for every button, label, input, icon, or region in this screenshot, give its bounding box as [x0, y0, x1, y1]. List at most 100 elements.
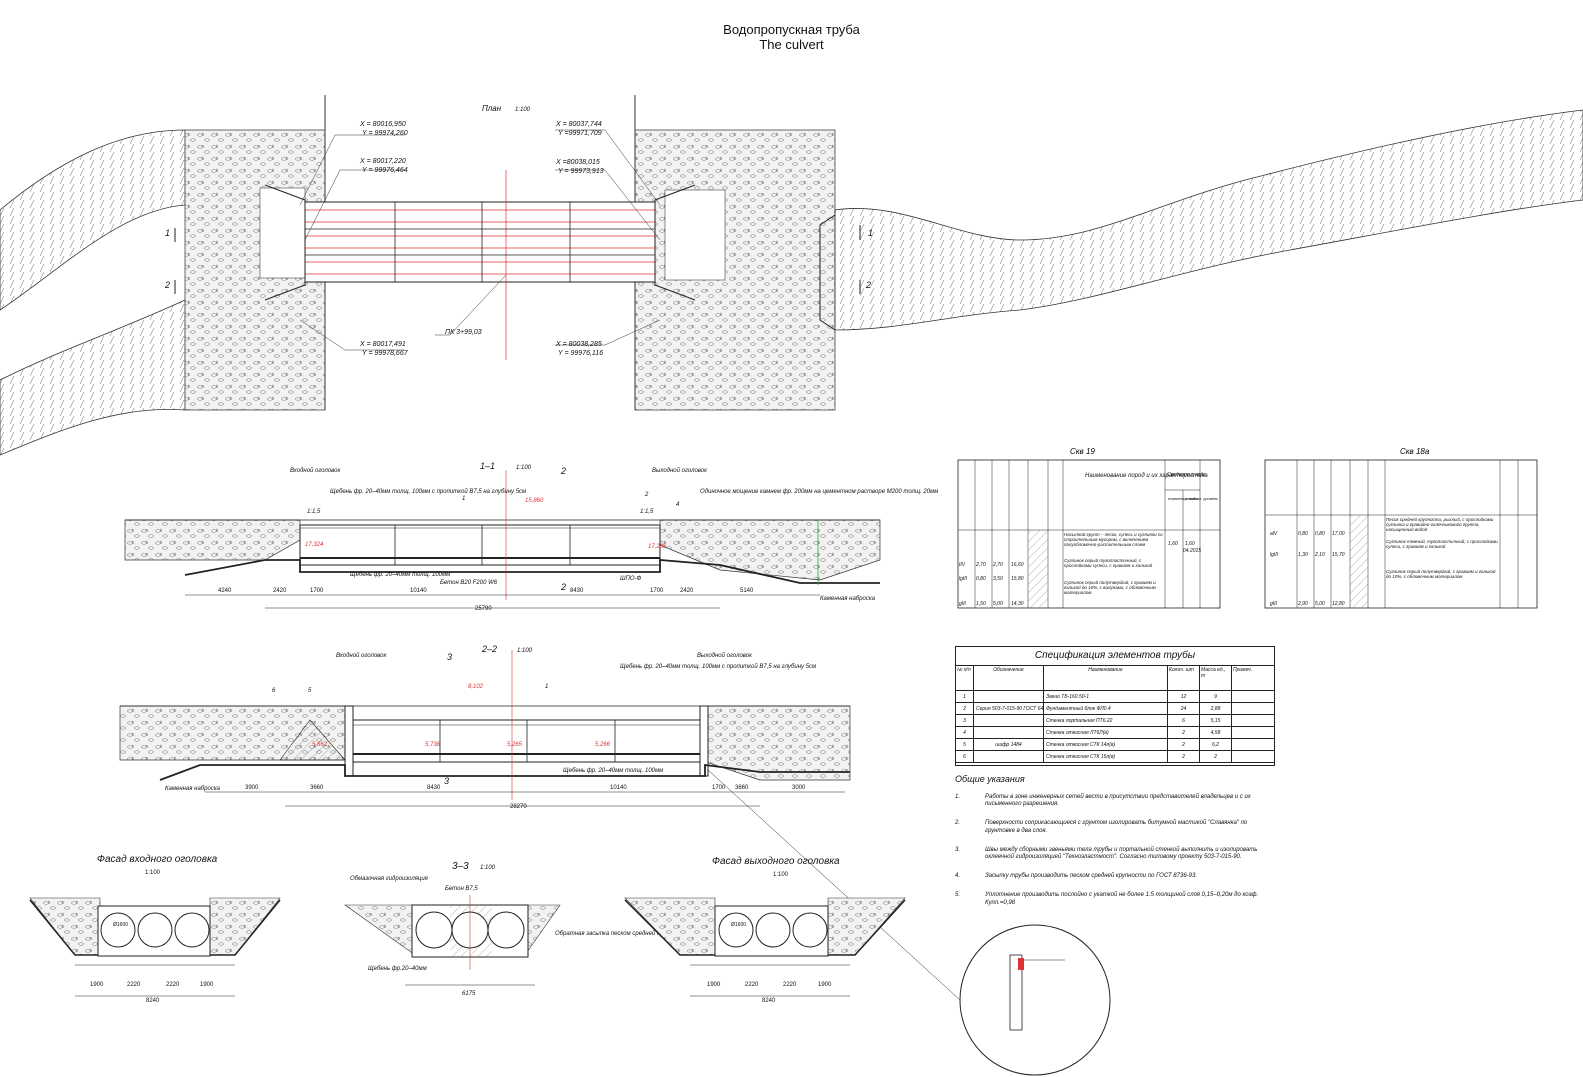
facade-out-dim-2: 2220	[745, 982, 759, 988]
s11-exit-label: Выходной оголовок	[652, 467, 708, 474]
note-item: 1.Работы в зоне инженерных сетей вести в…	[955, 794, 1275, 808]
spec-grid: № п/п Обозначение Наименование Колич. шт…	[956, 666, 1274, 691]
spec-h-4: Масса ед., т	[1200, 666, 1232, 691]
facade-in-dim-4: 1900	[200, 982, 214, 988]
section-1-1-scale: 1:100	[516, 465, 532, 471]
bh19-title: Скв 19	[1070, 447, 1095, 456]
plan-view: X = 80016,950 Y = 99974,260 X = 80017,22…	[0, 95, 1583, 456]
bh19-r3-a: 14,30	[1011, 601, 1024, 607]
spec-cell: Стенка портальная ПТ6.22	[1044, 715, 1168, 727]
note-text: Уплотнение производить послойно с укатко…	[985, 892, 1259, 906]
note-text: Засыпку трубы производить песком средней…	[985, 873, 1197, 880]
spec-cell	[974, 727, 1044, 739]
bh19-wdate: 04.2015	[1183, 548, 1201, 554]
note-number: 4.	[955, 873, 961, 880]
bh19-r3-desc: Суглинок серый полутвердый, с гравием и …	[1064, 580, 1156, 596]
s11-dim-8: 5140	[740, 588, 754, 594]
spec-cell: Стенка откосная СТК 14л(в)	[1044, 739, 1168, 751]
s11-slope-right: 1:1,5	[640, 509, 654, 515]
s33-note-gravel: Щебень фр.20–40мм	[368, 966, 427, 972]
facade-in-title: Фасад входного оголовка	[97, 854, 218, 865]
coord-y2: Y = 99976,464	[362, 167, 408, 174]
spec-h-1: Обозначение	[974, 666, 1044, 691]
section-3-3-scale: 1:100	[480, 865, 496, 871]
note-text: Поверхности соприкасающиеся с грунтом из…	[985, 820, 1248, 834]
section-1-1-title: 1–1	[480, 461, 495, 471]
s33-note-hydro: Обмазочная гидроизоляция	[350, 876, 429, 882]
spec-cell	[1232, 703, 1274, 715]
facade-out-title: Фасад выходного оголовка	[712, 856, 840, 867]
section-2-2: 2–2 1:100 3 3 Входной оголовок Выходной …	[119, 644, 961, 1001]
s22-note-stone: Каменная наброска	[165, 786, 221, 792]
s22-dim-7: 3000	[792, 785, 806, 791]
s22-mark-1: 1	[545, 684, 548, 690]
bh18a-r3-desc: Суглинок серый полутвердый, с гравием и …	[1386, 569, 1496, 580]
spec-cell	[1232, 691, 1274, 703]
bh19-r1-desc: Насыпной грунт – песок, супесь и суглинк…	[1064, 532, 1163, 548]
general-notes: Общие указания 1.Работы в зоне инженерны…	[955, 774, 1275, 919]
note-number: 2.	[955, 820, 961, 827]
coord-x5: X =80038,015	[555, 159, 600, 166]
s22-elev4: 5,265	[507, 742, 523, 748]
section-2-2-title: 2–2	[481, 644, 497, 654]
coord-y4: Y =99971,709	[558, 130, 602, 137]
spec-cell: 12	[1168, 691, 1200, 703]
facade-out-scale: 1:100	[773, 872, 789, 878]
s22-total: 28270	[510, 804, 527, 810]
s11-slope-left: 1:1,5	[307, 509, 321, 515]
spec-cell: Серия 503-7-015-90 ГОСТ 6482-2011	[974, 703, 1044, 715]
bh18a-r2-desc: Суглинок темный, тугопластичный, с просл…	[1386, 539, 1498, 550]
s22-dim-6: 3660	[735, 785, 749, 791]
notes-list: 1.Работы в зоне инженерных сетей вести в…	[955, 794, 1275, 907]
s22-elev2: 5,662	[312, 742, 328, 748]
s22-dim-1: 3900	[245, 785, 259, 791]
section-2-2-scale: 1:100	[517, 648, 533, 654]
bh18a-r2-idx: lgIII	[1270, 552, 1279, 558]
s11-dim-2: 2420	[273, 588, 287, 594]
s11-total: 25790	[475, 606, 492, 612]
bh19-w1: 1,60	[1168, 541, 1178, 547]
facade-exit: Фасад выходного оголовка 1:100 1900 2220…	[624, 856, 906, 1004]
spec-cell: 2	[1168, 739, 1200, 751]
borehole-18a-log: Скв 18а alV 0,80 0,80 17,00 lgIII 1,30 2…	[1264, 447, 1538, 609]
coord-y6: Y = 99976,116	[558, 350, 603, 357]
spec-cell	[1232, 727, 1274, 739]
s22-dim-5: 1700	[712, 785, 726, 791]
bh18a-r3-idx: gIII	[1270, 601, 1278, 607]
spec-cell	[1232, 715, 1274, 727]
bh19-w2: 1,60	[1185, 541, 1195, 547]
coord-x2: X = 80017,220	[359, 158, 406, 165]
coord-x3: X = 80017,491	[359, 341, 406, 348]
facade-in-dim-2: 2220	[127, 982, 141, 988]
spec-table: Спецификация элементов трубы № п/п Обозн…	[955, 646, 1275, 766]
bh19-h-water: Сведения о воде	[1167, 472, 1206, 478]
s11-dim-1: 4240	[218, 588, 232, 594]
borehole-19-log: Скв 19 Наименование пород и их характери…	[957, 447, 1221, 609]
s11-mark-4: 4	[676, 502, 680, 508]
facade-in-scale: 1:100	[145, 870, 161, 876]
bh19-water-level: установ. уровень	[1184, 496, 1218, 501]
s22-dim-2: 3660	[310, 785, 324, 791]
bh19-water-appear: появление воды	[1168, 496, 1198, 501]
spec-cell: 4	[956, 727, 974, 739]
s22-note-gravel: Щебень фр. 20–40мм толщ. 100мм с пропитк…	[620, 663, 816, 670]
plan-label: План	[482, 104, 502, 113]
bh18a-r1-desc: Песок средней крупности, рыхлый, с просл…	[1386, 517, 1494, 533]
facade-in-total: 8240	[146, 998, 160, 1004]
bh19-r1-idx: tIV	[959, 562, 966, 568]
s22-elev1: 8,102	[468, 684, 484, 690]
bh18a-r1-idx: alV	[1270, 531, 1278, 537]
s11-note-block: ШПО-Ф	[620, 576, 642, 582]
s22-exit-label: Выходной оголовок	[697, 652, 753, 659]
s11-elev1: 15,860	[525, 498, 544, 504]
s33-note-concrete: Бетон В7,5	[445, 886, 478, 892]
s11-dim-3: 1700	[310, 588, 324, 594]
bh19-r2-desc: Суглинок серый тугопластичный, с прослой…	[1064, 558, 1153, 569]
spec-cell	[974, 691, 1044, 703]
